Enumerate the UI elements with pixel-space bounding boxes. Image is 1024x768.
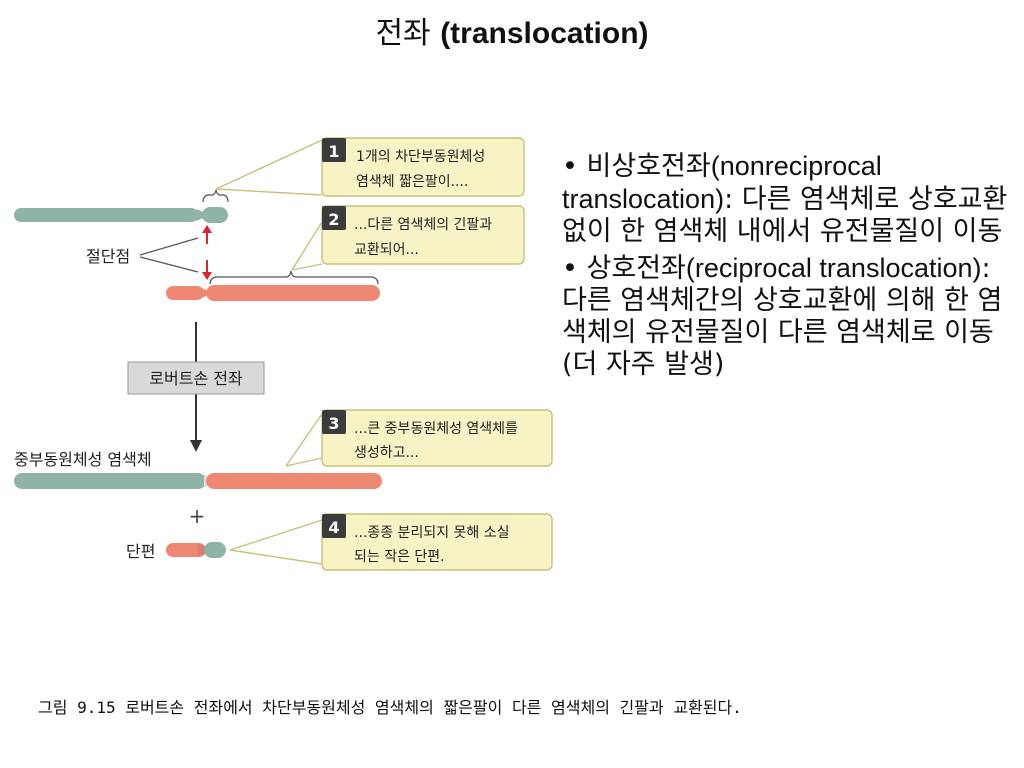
- title-korean: 전좌: [375, 16, 431, 51]
- step-3-text-line2: 생성하고...: [354, 445, 419, 461]
- bullet-2-term: 상호전좌: [586, 253, 686, 284]
- brace-short-arm: [202, 189, 229, 203]
- step-3-number: 3: [328, 414, 339, 433]
- step-4-text-line1: ...종종 분리되지 못해 소실: [354, 525, 510, 541]
- step-1-callout: 1 1개의 차단부동원체성 염색체 짧은팔이....: [321, 137, 525, 197]
- figure-caption: 그림 9.15 로버트손 전좌에서 차단부동원체성 염색체의 짧은팔이 다른 염…: [38, 698, 742, 717]
- step-4-callout: 4 ...종종 분리되지 못해 소실 되는 작은 단편.: [321, 513, 553, 571]
- metacentric-label: 중부동원체성 염색체: [14, 450, 152, 469]
- fragment-label: 단편: [126, 542, 155, 561]
- breakpoint-label: 절단점: [86, 247, 130, 266]
- acrocentric-chromosome-red: [166, 285, 380, 301]
- step-1-text-line2: 염색체 짧은팔이....: [356, 174, 468, 190]
- step-2-text-line1: ...다른 염색체의 긴팔과: [354, 217, 492, 233]
- brace-long-arm: [209, 270, 379, 285]
- step-2-text-line2: 교환되어...: [354, 242, 419, 258]
- fragment-chromosome: [166, 542, 226, 558]
- bullet-1-term: 비상호전좌: [586, 151, 711, 182]
- acrocentric-chromosome-green: [14, 207, 228, 223]
- bullet-2-english: (reciprocal translocation): [685, 253, 982, 283]
- bullet-1-english: (nonreciprocal translocation): [562, 151, 882, 214]
- step-2-number: 2: [328, 210, 339, 229]
- process-label-box: [127, 361, 265, 395]
- breakpoint-arrows: [202, 225, 212, 280]
- step-3-text-line1: ...큰 중부동원체성 염색체를: [354, 421, 518, 437]
- step-2-callout: 2 ...다른 염색체의 긴팔과 교환되어...: [321, 205, 525, 265]
- title-english: (translocation): [440, 17, 649, 50]
- bullet-1-description: : 다른 염색체로 상호교환 없이 한 염색체 내에서 유전물질이 이동: [562, 184, 1008, 247]
- step-1-text-line1: 1개의 차단부동원체성: [356, 149, 485, 165]
- step-1-number: 1: [328, 142, 339, 161]
- metacentric-chromosome: [14, 473, 382, 489]
- breakpoint-pointer-lines: [139, 237, 199, 273]
- step-4-text-line2: 되는 작은 단편.: [354, 549, 445, 565]
- bullet-list: • 비상호전좌(nonreciprocal translocation): 다른…: [562, 150, 1012, 385]
- bullet-nonreciprocal: • 비상호전좌(nonreciprocal translocation): 다른…: [562, 151, 1008, 247]
- step-4-number: 4: [328, 518, 339, 537]
- process-label: 로버트손 전좌: [149, 369, 243, 388]
- bullet-reciprocal: • 상호전좌(reciprocal translocation): 다른 염색체…: [562, 253, 1003, 380]
- slide-title: 전좌 (translocation): [0, 8, 1024, 52]
- plus-sign: +: [189, 504, 206, 528]
- callout-pointers: [215, 139, 323, 565]
- bullet-2-description: : 다른 염색체간의 상호교환에 의해 한 염색체의 유전물질이 다른 염색체로…: [562, 253, 1003, 380]
- step-3-callout: 3 ...큰 중부동원체성 염색체를 생성하고...: [321, 409, 553, 467]
